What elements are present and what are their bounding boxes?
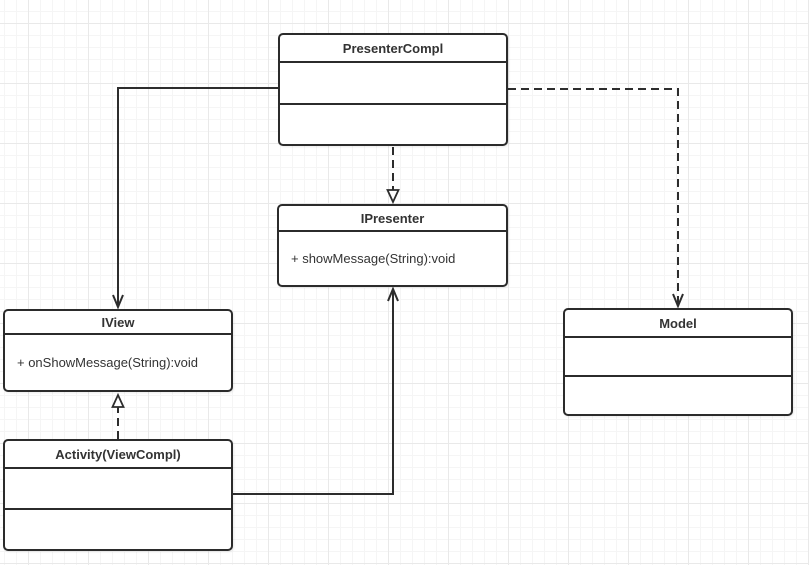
class-methods-compartment xyxy=(565,375,791,414)
edge-presentercompl-to-model-dependency[interactable] xyxy=(508,88,684,309)
class-node-presentercompl[interactable]: PresenterCompl xyxy=(278,33,508,146)
class-attributes-compartment xyxy=(565,336,791,375)
class-title: PresenterCompl xyxy=(342,40,444,56)
edge-presentercompl-to-iview-association[interactable] xyxy=(112,87,278,310)
class-methods-compartment xyxy=(280,102,506,145)
class-methods-compartment xyxy=(5,508,231,549)
class-node-model[interactable]: Model xyxy=(563,308,793,416)
class-attributes-compartment xyxy=(280,61,506,103)
class-node-ipresenter[interactable]: IPresenter + showMessage(String):void xyxy=(277,204,508,287)
class-title: IView xyxy=(101,314,135,330)
class-attributes-compartment xyxy=(5,467,231,508)
class-node-iview[interactable]: IView + onShowMessage(String):void xyxy=(3,309,233,392)
class-methods-compartment: + onShowMessage(String):void xyxy=(5,333,231,390)
class-node-activity-viewcompl[interactable]: Activity(ViewCompl) xyxy=(3,439,233,551)
class-title: IPresenter xyxy=(360,210,425,226)
edge-activity-to-ipresenter-association[interactable] xyxy=(233,286,399,495)
class-title: Activity(ViewCompl) xyxy=(55,446,181,462)
class-methods-compartment: + showMessage(String):void xyxy=(279,230,506,285)
class-title: Model xyxy=(659,315,697,331)
